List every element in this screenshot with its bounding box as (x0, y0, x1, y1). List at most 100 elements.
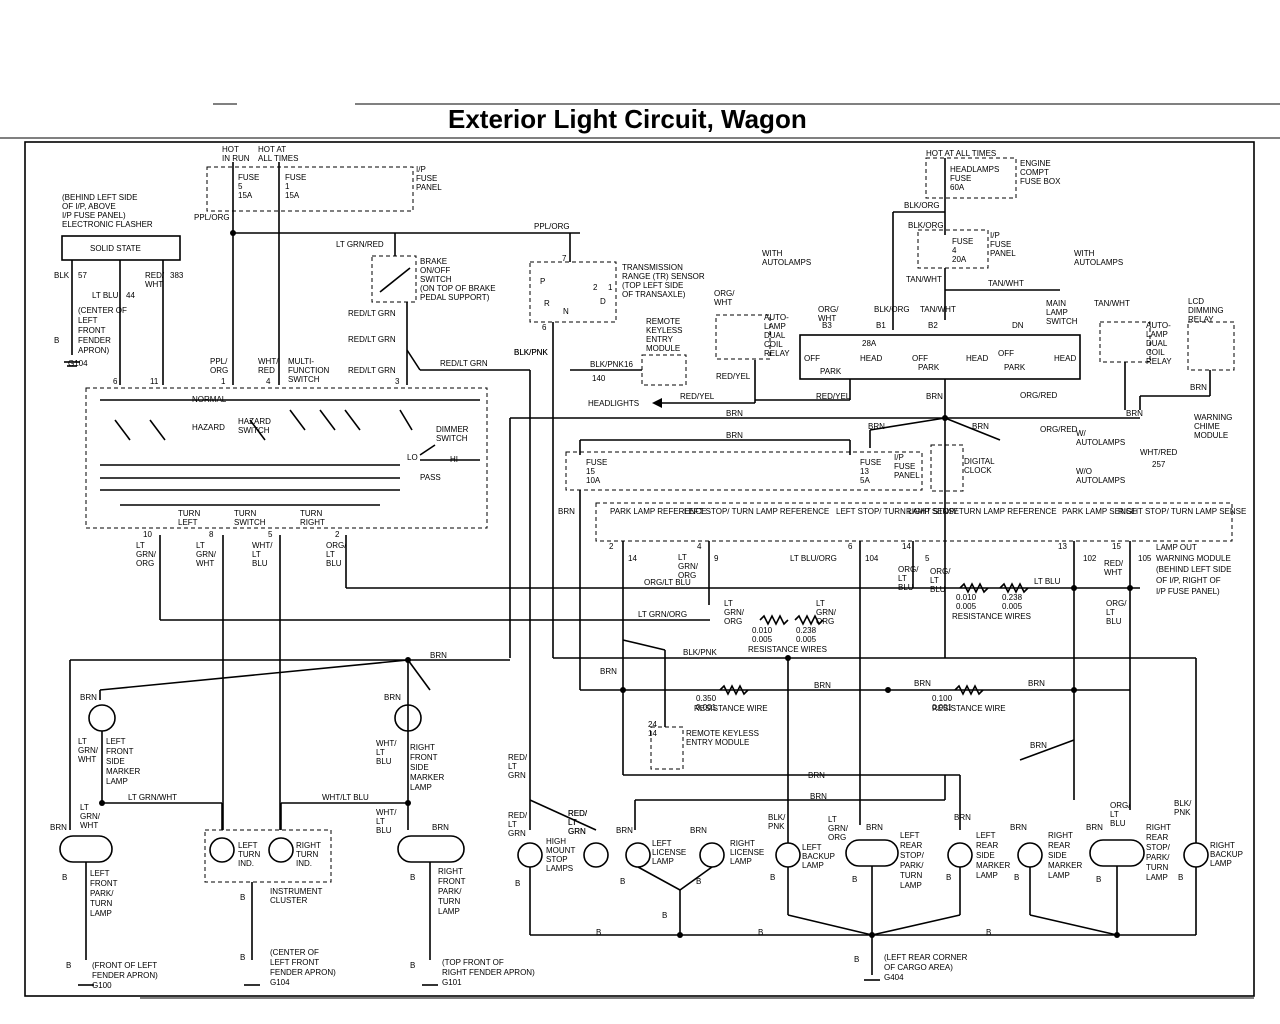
diagram-title: Exterior Light Circuit, Wagon (448, 104, 807, 134)
label-tan-wht: TAN/WHT (1094, 299, 1130, 308)
label-pins-top-3: 4 (266, 377, 271, 386)
label-blk-0: B (410, 961, 415, 970)
label-blk-0: B (1178, 873, 1183, 882)
label-b-pins-2: B2 (928, 321, 938, 330)
label-red-yel: RED/YEL (716, 372, 751, 381)
label-c257: 257 (1152, 460, 1166, 469)
label-w-autolamps: W/AUTOLAMPS (1076, 429, 1125, 447)
label-off: OFF (912, 354, 928, 363)
label-brn: BRN (690, 826, 707, 835)
label-tan-wht: TAN/WHT (906, 275, 942, 284)
label-org-red: ORG/RED (1020, 391, 1058, 400)
label-blk-pnk: BLK/PNK (514, 348, 548, 357)
label-headlights: HEADLIGHTS (588, 399, 639, 408)
label-b-pins-3: DN (1012, 321, 1024, 330)
label-park: PARK (1004, 363, 1026, 372)
label-brn: BRN (726, 409, 743, 418)
label-head: HEAD (1054, 354, 1076, 363)
label-lom-pins-2: 6 (848, 542, 853, 551)
label-brn: BRN (954, 813, 971, 822)
label-red-lt-grn: RED/LT GRN (348, 309, 396, 318)
label-brn: BRN (1010, 823, 1027, 832)
label-brn: BRN (726, 431, 743, 440)
label-blk: BLK (54, 271, 70, 280)
label-brn: BRN (866, 823, 883, 832)
label-brn: BRN (814, 681, 831, 690)
label-org-red: ORG/RED (1040, 425, 1078, 434)
label-red-lt-grn: RED/LT GRN (440, 359, 488, 368)
label-tr-letters-1: R (544, 299, 550, 308)
label-tan-wht: TAN/WHT (920, 305, 956, 314)
label-blk-org: BLK/ORG (874, 305, 910, 314)
label-lom-pins-0: 2 (609, 542, 614, 551)
label-blk-pnk-split: BLK/PNK (768, 813, 786, 831)
label-ppl-org: PPL/ORG (194, 213, 230, 222)
label-tan-wht: TAN/WHT (988, 279, 1024, 288)
label-resistance-wire: RESISTANCE WIRE (694, 704, 768, 713)
label-red-lt-grn: RED/LT GRN (348, 335, 396, 344)
label-blk-0: B (770, 873, 775, 882)
label-red-lt-grn: RED/LT GRN (348, 366, 396, 375)
label-tr-letters-4: 2 (593, 283, 598, 292)
label-lt-grn-org-h: LT GRN/ORG (638, 610, 687, 619)
label-brn: BRN (972, 422, 989, 431)
label-b-pins-1: B1 (876, 321, 886, 330)
label-park: PARK (918, 363, 940, 372)
label-brn: BRN (810, 792, 827, 801)
label-solid-state: SOLID STATE (90, 244, 141, 253)
label-pins-top-2: 1 (221, 377, 226, 386)
label-blk-pnk: BLK/PNK (683, 648, 717, 657)
label-lt-blu-org: LT BLU/ORG (790, 554, 837, 563)
label-red-wht: RED/WHT (1104, 559, 1124, 577)
label-blk-0: B (946, 873, 951, 882)
label-org-lt-blu-h: ORG/LT BLU (644, 578, 691, 587)
label-lom-refs-4: PARK LAMP SENSE (1062, 507, 1136, 516)
label-off: OFF (998, 349, 1014, 358)
label-brn: BRN (616, 826, 633, 835)
label-pass: PASS (420, 473, 441, 482)
label-brn: BRN (926, 392, 943, 401)
label-ppl-org-split: PPL/ORG (210, 357, 228, 375)
label-a28: 28A (862, 339, 877, 348)
label-org-wht: ORG/WHT (714, 289, 735, 307)
